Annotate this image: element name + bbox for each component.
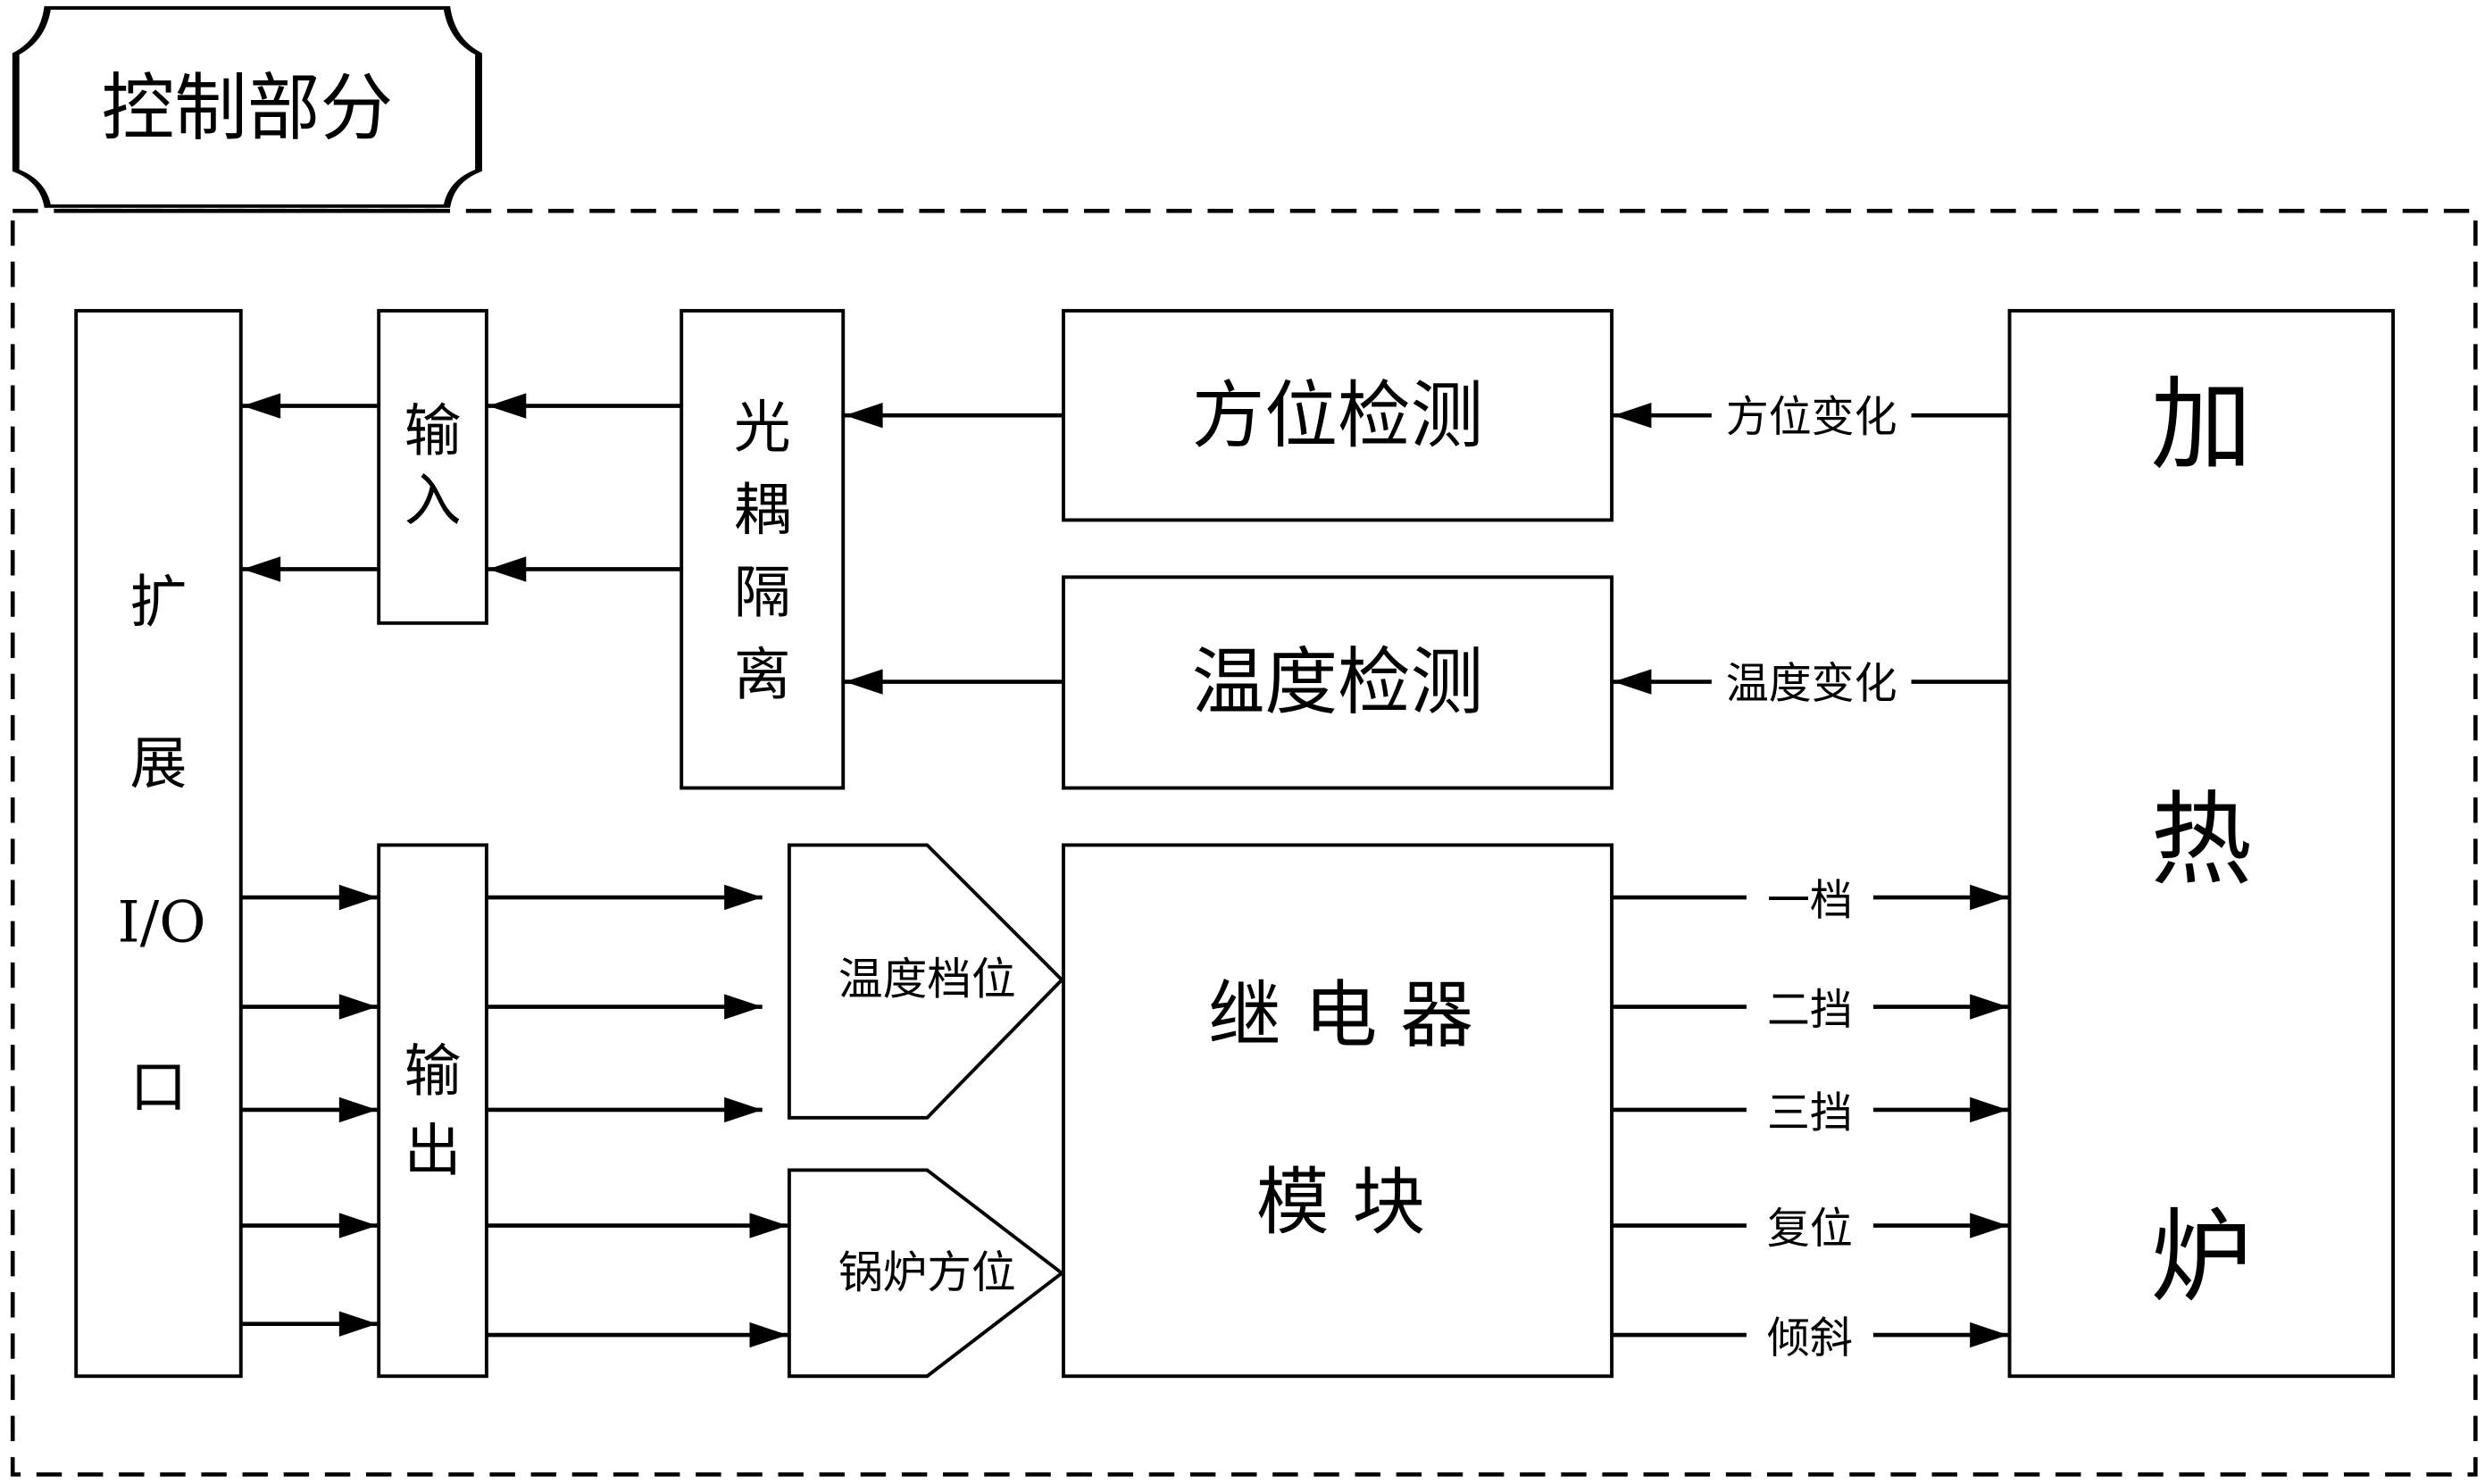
heating-furnace-char: 热 bbox=[2151, 781, 2253, 899]
feedback-label-bg bbox=[1711, 387, 1912, 445]
expansion-io-char: 口 bbox=[130, 1055, 188, 1121]
expansion-io-char: I/O bbox=[117, 890, 205, 956]
arrow-left-icon bbox=[1613, 669, 1652, 695]
relay-output-label: 倾斜 bbox=[1767, 1314, 1853, 1363]
relay-output-label: 二挡 bbox=[1767, 986, 1853, 1035]
arrow-left-icon bbox=[488, 393, 527, 419]
arrow-right-icon bbox=[724, 884, 763, 911]
arrow-left-icon bbox=[1613, 403, 1652, 429]
relay-output-label-bg bbox=[1746, 975, 1873, 1039]
expansion-io-block: 扩 展 I/O 口 bbox=[74, 309, 243, 1379]
optocoupler-char: 离 bbox=[734, 643, 791, 709]
relay-module-line2: 模 块 bbox=[1256, 1160, 1425, 1245]
arrow-right-icon bbox=[724, 994, 763, 1020]
input-char: 输 bbox=[404, 398, 462, 464]
relay-output-label: 一档 bbox=[1767, 877, 1853, 926]
input-block: 输 入 bbox=[377, 309, 488, 625]
optocoupler-char: 隔 bbox=[734, 560, 791, 626]
arrow-right-icon bbox=[1970, 1321, 2008, 1348]
heating-furnace-char: 炉 bbox=[2151, 1198, 2253, 1316]
optocoupler-block: 光 耦 隔 离 bbox=[680, 309, 846, 790]
relay-output-label-bg bbox=[1746, 1078, 1873, 1142]
arrow-right-icon bbox=[1970, 994, 2008, 1020]
arrow-right-icon bbox=[338, 1213, 378, 1238]
heating-furnace-block: 加 热 炉 bbox=[2007, 309, 2396, 1379]
feedback-label-position-change: 方位变化 bbox=[1726, 393, 1897, 442]
arrow-right-icon bbox=[338, 884, 378, 911]
arrow-right-icon bbox=[724, 1096, 763, 1123]
arrow-right-icon bbox=[749, 1321, 788, 1348]
optocoupler-char: 光 bbox=[734, 396, 791, 462]
arrow-right-icon bbox=[1970, 1213, 2008, 1238]
feedback-label-temperature-change: 温度变化 bbox=[1726, 659, 1897, 708]
relay-module-block: 继 电 器 模 块 bbox=[1061, 843, 1614, 1379]
relay-output-label: 复位 bbox=[1767, 1205, 1853, 1254]
arrow-right-icon bbox=[1970, 1096, 2008, 1123]
feedback-label-bg bbox=[1711, 653, 1912, 711]
expansion-io-char: 扩 bbox=[130, 570, 188, 636]
position-detection-label: 方位检测 bbox=[1192, 374, 1484, 459]
relay-output-label-bg bbox=[1746, 1303, 1873, 1367]
input-char: 入 bbox=[404, 468, 462, 534]
heating-furnace-char: 加 bbox=[2151, 366, 2253, 484]
arrow-right-icon bbox=[338, 994, 378, 1020]
temperature-gear-label: 温度档位 bbox=[838, 953, 1016, 1005]
output-char: 出 bbox=[404, 1118, 462, 1184]
relay-output-label-bg bbox=[1746, 865, 1873, 930]
relay-output-label-bg bbox=[1746, 1194, 1873, 1258]
position-detection-block: 方位检测 bbox=[1061, 309, 1614, 522]
boiler-position-block: 锅炉方位 bbox=[787, 1168, 1065, 1379]
arrow-right-icon bbox=[338, 1311, 378, 1337]
output-block: 输 出 bbox=[377, 843, 488, 1379]
boiler-position-label: 锅炉方位 bbox=[838, 1246, 1016, 1298]
expansion-io-char: 展 bbox=[130, 731, 188, 797]
arrow-left-icon bbox=[242, 556, 281, 582]
arrow-right-icon bbox=[1970, 884, 2008, 911]
optocoupler-char: 耦 bbox=[734, 478, 791, 544]
relay-module-line1: 继 电 器 bbox=[1208, 973, 1473, 1058]
relay-output-label: 三挡 bbox=[1767, 1088, 1853, 1138]
arrow-left-icon bbox=[845, 669, 883, 695]
arrow-left-icon bbox=[242, 393, 281, 419]
temperature-gear-block: 温度档位 bbox=[787, 843, 1064, 1120]
arrow-left-icon bbox=[845, 403, 883, 429]
control-section-border bbox=[10, 208, 2478, 1477]
arrow-right-icon bbox=[338, 1096, 378, 1123]
arrow-right-icon bbox=[749, 1213, 788, 1238]
title-plaque bbox=[12, 5, 482, 208]
temperature-detection-block: 温度检测 bbox=[1061, 575, 1614, 790]
temperature-detection-label: 温度检测 bbox=[1192, 640, 1484, 725]
title-text: 控制部分 bbox=[102, 66, 394, 151]
arrow-left-icon bbox=[488, 556, 527, 582]
output-char: 输 bbox=[404, 1039, 462, 1105]
